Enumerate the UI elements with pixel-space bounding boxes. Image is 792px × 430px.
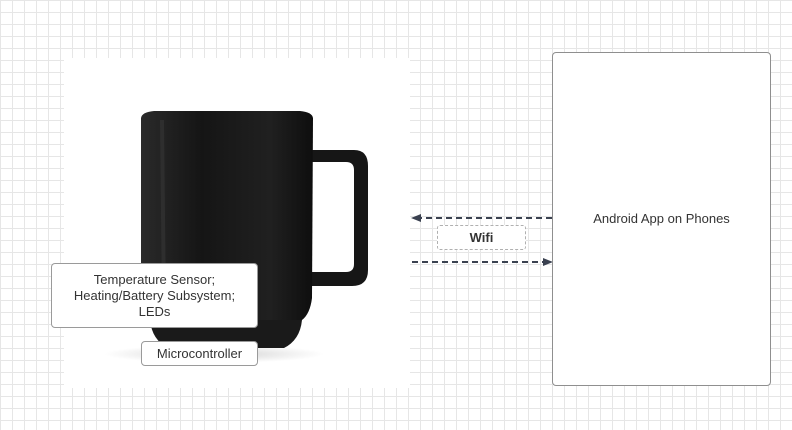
wifi-edge-label: Wifi	[437, 225, 526, 250]
sensor-subsystem-node: Temperature Sensor; Heating/Battery Subs…	[51, 263, 258, 328]
mug-handle	[310, 150, 368, 286]
sensor-subsystem-label: Temperature Sensor; Heating/Battery Subs…	[73, 271, 236, 319]
wifi-label-text: Wifi	[469, 230, 494, 245]
android-app-node: Android App on Phones	[552, 52, 771, 386]
microcontroller-label: Microcontroller	[156, 345, 243, 361]
mug-highlight	[160, 120, 166, 308]
microcontroller-node: Microcontroller	[141, 341, 258, 366]
android-app-label: Android App on Phones	[593, 211, 730, 226]
